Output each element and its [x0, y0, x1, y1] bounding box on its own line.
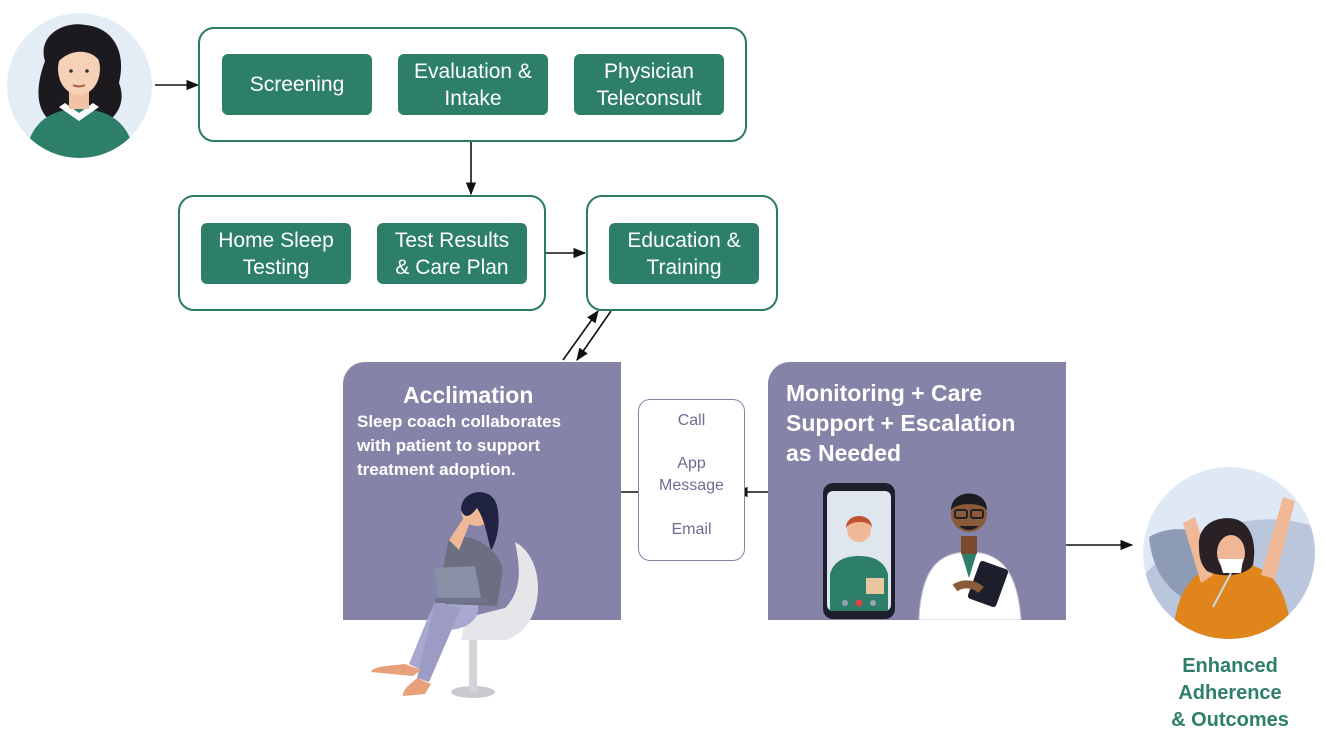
channel-app-message: App Message — [659, 455, 724, 494]
acclimation-description: Sleep coach collaborates with patient to… — [357, 412, 562, 479]
home-sleep-testing-step: Home Sleep Testing — [201, 223, 351, 284]
education-training-step: Education & Training — [609, 223, 759, 284]
channel-email: Email — [671, 521, 712, 538]
acclimation-title: Acclimation — [403, 382, 534, 408]
evaluation-intake-step: Evaluation & Intake — [398, 54, 548, 115]
sleep-coach-illustration — [371, 492, 538, 698]
monitoring-panel: Monitoring + Care Support + Escalation a… — [768, 362, 1066, 620]
rested-patient-avatar — [1143, 467, 1315, 639]
outcome-label: Enhanced Adherence & Outcomes — [1171, 655, 1289, 731]
patient-avatar — [7, 13, 152, 158]
arrow-education-to-acclimation — [576, 310, 612, 362]
doctor-with-tablet-illustration — [918, 493, 1022, 620]
patient-icon — [7, 13, 152, 158]
rested-patient-icon — [1143, 467, 1315, 639]
physician-teleconsult-step: Physician Teleconsult — [574, 54, 724, 115]
test-results-care-plan-step: Test Results & Care Plan — [377, 223, 527, 284]
arrow-acclimation-to-education — [562, 309, 599, 361]
screening-step: Screening — [222, 54, 372, 115]
channel-call: Call — [677, 412, 706, 429]
monitoring-title: Monitoring + Care Support + Escalation a… — [786, 380, 1016, 466]
communication-channels: Call App Message Email — [638, 399, 745, 561]
phone-video-call-illustration — [823, 483, 895, 619]
